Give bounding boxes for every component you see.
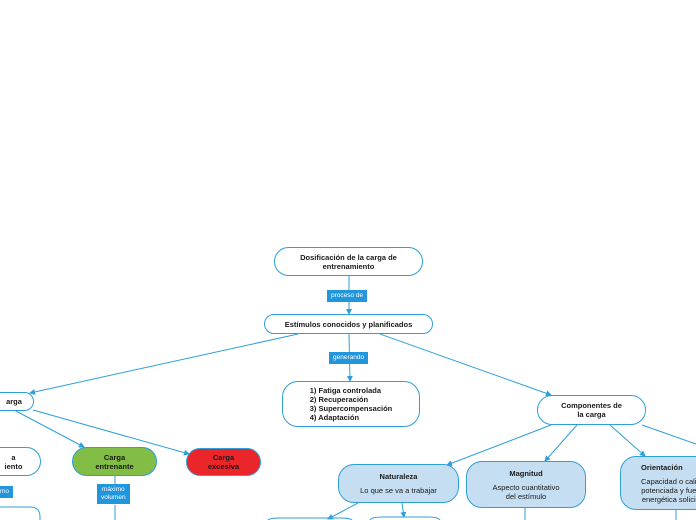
- node-proceso-list-label: 1) Fatiga controlada 2) Recuperación 3) …: [309, 386, 393, 422]
- node-partial-bottom-center-left: [267, 517, 353, 520]
- edge-componentes-right: [641, 424, 696, 445]
- edge-componentes-magnitud: [544, 424, 578, 462]
- edge-estimulos-componentes: [379, 333, 552, 397]
- edge-componentes-naturaleza: [446, 424, 552, 467]
- node-proceso-list[interactable]: 1) Fatiga controlada 2) Recuperación 3) …: [282, 381, 420, 427]
- node-orientacion-title: Orientación: [641, 462, 683, 472]
- node-root-label: Dosificación de la carga de entrenamient…: [300, 252, 397, 271]
- node-naturaleza[interactable]: Naturaleza Lo que se va a trabajar: [338, 464, 459, 503]
- node-carga-label: arga: [6, 397, 22, 406]
- node-carga-entrenante[interactable]: Carga entrenante: [72, 447, 157, 476]
- node-componentes-label: Componentes de la carga: [561, 401, 622, 419]
- node-magnitud[interactable]: Magnitud Aspecto cuantitativo del estímu…: [466, 461, 586, 508]
- node-naturaleza-title: Naturaleza: [379, 472, 418, 481]
- node-left-partial[interactable]: a iento: [0, 447, 41, 476]
- tag-proceso-de: proceso de: [327, 290, 368, 302]
- edge-estimulos-carga: [29, 333, 299, 395]
- node-orientacion[interactable]: Orientación Capacidad o cali potenciada …: [620, 456, 696, 510]
- tag-left-partial: mo: [0, 486, 14, 498]
- edge-naturaleza-child-left: [327, 502, 359, 520]
- tag-generando: generando: [329, 352, 369, 364]
- node-orientacion-subtitle: Capacidad o cali potenciada y fue energé…: [641, 476, 696, 504]
- node-carga-excesiva-label: Carga excesiva: [207, 453, 240, 471]
- node-partial-bottom-left: [0, 506, 41, 520]
- node-carga-excesiva[interactable]: Carga excesiva: [186, 448, 261, 476]
- node-root[interactable]: Dosificación de la carga de entrenamient…: [274, 247, 423, 276]
- node-left-partial-label: a iento: [4, 452, 23, 471]
- node-magnitud-subtitle: Aspecto cuantitativo del estímulo: [492, 482, 560, 501]
- node-partial-bottom-center-right: [369, 516, 441, 520]
- edge-carga-entrenante: [13, 409, 85, 448]
- tag-maximo-volumen: máximo volumen: [97, 484, 130, 504]
- node-carga-entrenante-label: Carga entrenante: [95, 452, 134, 471]
- node-componentes[interactable]: Componentes de la carga: [537, 395, 646, 425]
- node-magnitud-title: Magnitud: [509, 468, 543, 478]
- node-estimulos[interactable]: Estímulos conocidos y planificados: [264, 314, 433, 334]
- node-naturaleza-subtitle: Lo que se va a trabajar: [360, 486, 437, 495]
- edge-carga-excesiva: [32, 409, 190, 456]
- edge-componentes-orientacion: [609, 424, 646, 457]
- node-carga[interactable]: arga: [0, 392, 34, 411]
- edge-naturaleza-child-right: [400, 502, 407, 518]
- node-estimulos-label: Estímulos conocidos y planificados: [284, 319, 413, 329]
